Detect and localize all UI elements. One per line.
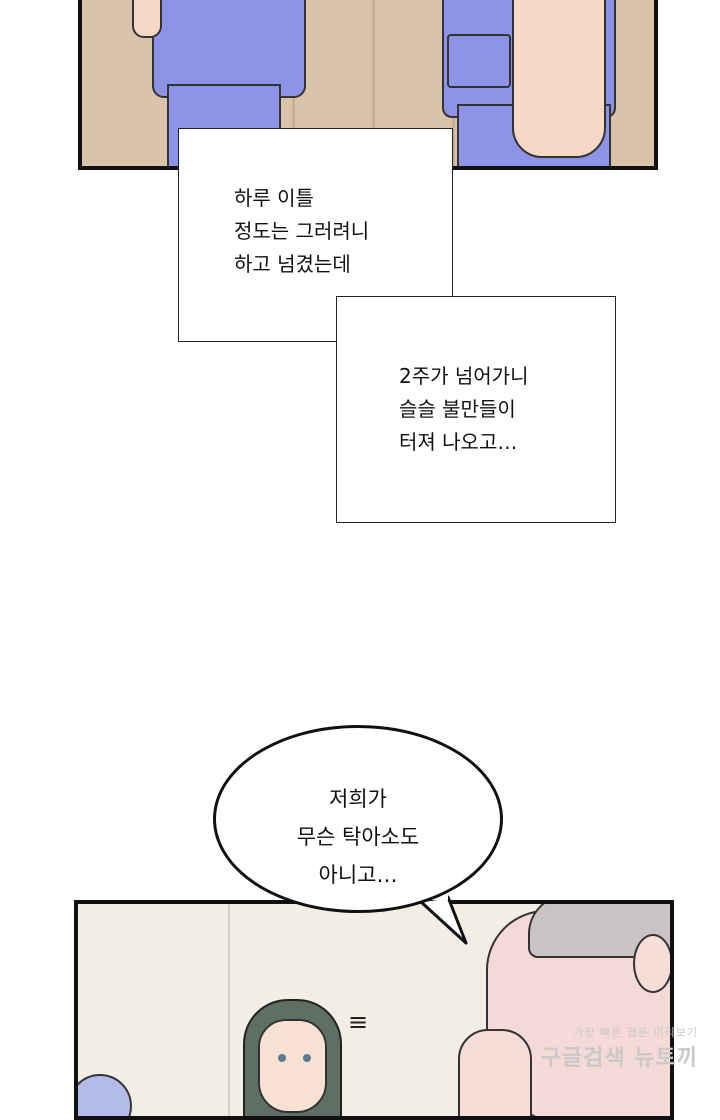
narration-line: 하고 넘겼는데 bbox=[234, 252, 351, 276]
speech-line: 저희가 bbox=[329, 787, 387, 811]
wall-seam bbox=[372, 0, 375, 166]
narration-line: 터져 나오고… bbox=[399, 430, 518, 454]
man-hair bbox=[528, 904, 670, 958]
woman-face bbox=[258, 1019, 327, 1113]
narration-overlap-mask bbox=[337, 297, 454, 343]
comic-panel-bottom: ≡ bbox=[74, 900, 674, 1120]
narration-line: 2주가 넘어가니 bbox=[399, 364, 529, 388]
eye-icon bbox=[278, 1054, 286, 1062]
sfx-lines: ≡ bbox=[348, 1008, 369, 1036]
eye-icon bbox=[303, 1054, 311, 1062]
man-hand bbox=[458, 1029, 532, 1116]
watermark-line1: 가장 빠른 웹툰 미리보기 bbox=[573, 1026, 698, 1039]
scrub-pocket bbox=[447, 34, 511, 88]
watermark: 가장 빠른 웹툰 미리보기 구글검색 뉴토끼 bbox=[541, 1024, 698, 1072]
narration-line: 정도는 그러려니 bbox=[234, 219, 370, 243]
narration-box-1: 하루 이틀 정도는 그러려니 하고 넘겼는데 bbox=[178, 128, 453, 342]
ear-icon bbox=[633, 934, 670, 993]
speech-line: 무슨 탁아소도 bbox=[296, 825, 420, 849]
watermark-line2: 구글검색 뉴토끼 bbox=[540, 1046, 698, 1071]
narration-line: 하루 이틀 bbox=[234, 186, 314, 210]
right-nurse-arm bbox=[512, 0, 606, 158]
speech-bubble-tail bbox=[418, 895, 468, 945]
partial-figure bbox=[78, 1074, 132, 1116]
speech-line: 아니고… bbox=[318, 863, 398, 887]
speech-bubble: 저희가 무슨 탁아소도 아니고… bbox=[213, 725, 503, 913]
left-nurse-arm bbox=[132, 0, 162, 38]
door-frame bbox=[228, 904, 230, 1116]
narration-line: 슬슬 불만들이 bbox=[399, 397, 516, 421]
comic-panel-top bbox=[78, 0, 658, 170]
